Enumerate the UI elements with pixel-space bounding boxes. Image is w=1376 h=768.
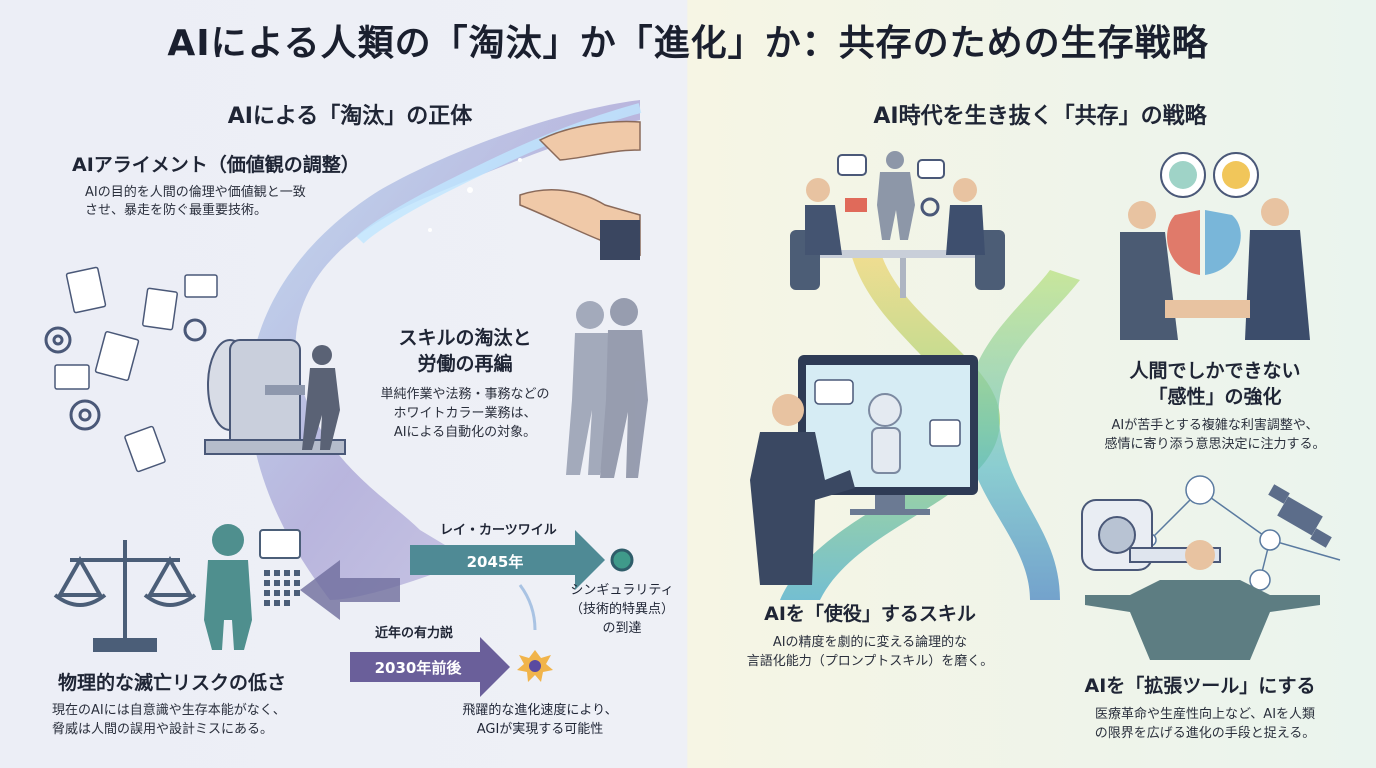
use-ai-line1: AIの精度を劇的に変える論理的な: [772, 635, 968, 650]
agi-line1: 飛躍的な進化速度により、: [462, 703, 618, 718]
extend-ai-title: AIを「拡張ツール」にする: [1084, 675, 1316, 697]
singularity-line1: シンギュラリティ: [570, 583, 674, 598]
extend-ai-line1: 医療革命や生産性向上など、AIを人類: [1094, 707, 1316, 722]
skills-line1: 単純作業や法務・事務などの: [380, 387, 550, 402]
skills-title-line1: スキルの淘汰と: [398, 327, 532, 349]
use-ai-title: AIを「使役」するスキル: [764, 603, 976, 625]
left-section-heading: AIによる「淘汰」の正体: [227, 104, 473, 129]
profile-card-icon: [259, 529, 301, 606]
risk-title: 物理的な滅亡リスクの低さ: [58, 672, 287, 694]
burst-icon: [517, 650, 553, 682]
year-2045: 2045年: [466, 553, 524, 571]
sensitivity-title-line2: 「感性」の強化: [1148, 386, 1282, 408]
sensitivity-line2: 感情に寄り添う意思決定に注力する。: [1104, 437, 1326, 452]
risk-line1: 現在のAIには自意識や生存本能がなく、: [52, 703, 286, 718]
extend-ai-line2: の限界を広げる進化の手段と捉える。: [1094, 726, 1316, 741]
alignment-line1: AIの目的を人間の倫理や価値観と一致: [85, 185, 306, 200]
skills-line3: AIによる自動化の対象。: [393, 425, 537, 440]
singularity-line3: の到達: [602, 621, 642, 636]
purple-stream-icon: [248, 100, 641, 600]
gear-icon: [44, 197, 940, 431]
agi-line2: AGIが実現する可能性: [476, 722, 604, 737]
recent-theory-label: 近年の有力説: [375, 626, 454, 641]
page-title: AIによる人類の「淘汰」か「進化」か：共存のための生存戦略: [167, 23, 1209, 64]
handshake-brain-icon: [1120, 152, 1310, 340]
alignment-title: AIアライメント（価値観の調整）: [72, 154, 360, 176]
mri-scanner-icon: [1081, 499, 1221, 571]
skills-title-line2: 労働の再編: [417, 353, 513, 375]
arrow-2030-icon: [350, 637, 510, 697]
open-arms-person-icon: [1085, 540, 1320, 660]
arrow-2045-icon: [410, 530, 605, 590]
robot-hand-icon: [538, 120, 641, 161]
worker-silhouette-icon: [302, 345, 340, 450]
walking-people-icon: [566, 298, 648, 478]
use-ai-line2: 言語化能力（プロンプトスキル）を磨く。: [746, 654, 994, 669]
kurzweil-label: レイ・カーツワイル: [440, 523, 557, 538]
helix-ribbon-icon: [780, 250, 1000, 600]
sensitivity-title-line1: 人間でしかできない: [1129, 360, 1301, 382]
skills-line2: ホワイトカラー業務は、: [393, 406, 537, 421]
sensitivity-line1: AIが苦手とする複雑な利害調整や、: [1111, 418, 1319, 433]
right-section-heading: AI時代を生き抜く「共存」の戦略: [873, 104, 1207, 129]
singularity-dot-icon: [610, 548, 634, 572]
alignment-line2: させ、暴走を防ぐ最重要技術。: [85, 203, 268, 218]
meeting-scene-icon: [790, 151, 1005, 298]
monitor-robot-icon: [798, 355, 978, 515]
risk-line2: 脅威は人間の誤用や設計ミスにある。: [52, 722, 274, 737]
year-2030: 2030年前後: [374, 659, 462, 677]
balance-scale-icon: [53, 540, 197, 652]
person-icon: [204, 524, 252, 650]
satellite-icon: [1268, 484, 1332, 548]
presenter-icon: [750, 394, 855, 585]
automation-machine-icon: [204, 339, 346, 455]
documents-swirl-icon: [54, 266, 218, 473]
back-arrow-icon: [300, 560, 400, 620]
singularity-line2: （技術的特異点）: [569, 602, 674, 617]
